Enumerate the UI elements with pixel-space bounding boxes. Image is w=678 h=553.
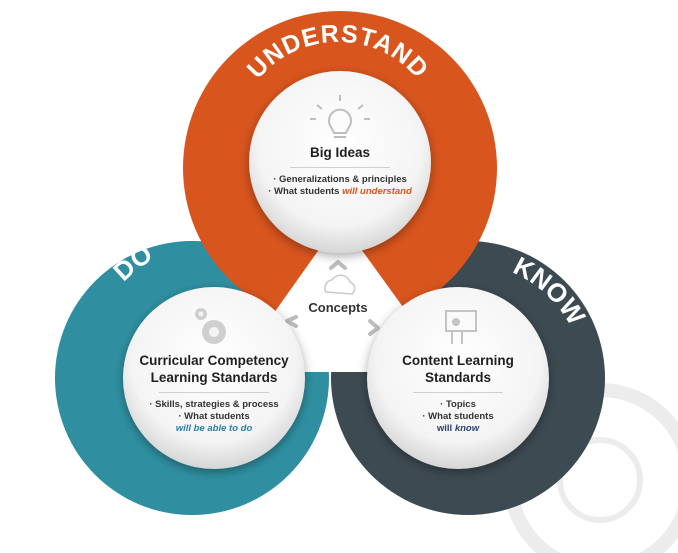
curricular-line-2: · What students bbox=[178, 411, 250, 422]
curricular-title-line-2: Learning Standards bbox=[150, 370, 278, 385]
content-line-1: · Topics bbox=[440, 399, 476, 410]
chevron-right-icon bbox=[368, 319, 380, 336]
big-ideas-highlight: will understand bbox=[342, 186, 412, 197]
content-line-3: will know bbox=[390, 423, 526, 435]
content-bubble bbox=[367, 287, 549, 469]
gears-icon bbox=[195, 308, 226, 344]
content-line-3-prefix: will bbox=[436, 423, 455, 434]
cloud-icon bbox=[324, 274, 356, 295]
chevron-up-icon bbox=[329, 260, 347, 270]
content-title-line-2: Standards bbox=[424, 370, 492, 385]
content-title-line-1: Content Learning bbox=[402, 353, 514, 368]
content-learning-content: Content Learning Standards · Topics · Wh… bbox=[390, 352, 526, 435]
curricular-highlight: will be able to do bbox=[175, 423, 253, 434]
content-highlight: know bbox=[454, 423, 480, 434]
lightbulb-icon bbox=[310, 95, 370, 138]
curricular-bubble bbox=[123, 287, 305, 469]
big-ideas-bubble bbox=[249, 71, 431, 253]
curricular-content: Curricular Competency Learning Standards… bbox=[132, 352, 296, 435]
big-ideas-content: Big Ideas · Generalizations & principles… bbox=[265, 144, 415, 198]
big-ideas-line-2-prefix: · What students bbox=[268, 186, 343, 197]
teacher-board-icon bbox=[445, 310, 477, 344]
curricular-title-line-1: Curricular Competency bbox=[139, 353, 289, 368]
chevron-left-icon bbox=[285, 315, 298, 328]
big-ideas-line-2: · What students will understand bbox=[265, 186, 415, 198]
concepts-label: Concepts bbox=[308, 300, 368, 315]
content-line-2: · What students bbox=[422, 411, 494, 422]
curricular-line-1: · Skills, strategies & process bbox=[149, 399, 279, 410]
big-ideas-title: Big Ideas bbox=[309, 145, 371, 160]
big-ideas-line-1: · Generalizations & principles bbox=[273, 174, 407, 185]
